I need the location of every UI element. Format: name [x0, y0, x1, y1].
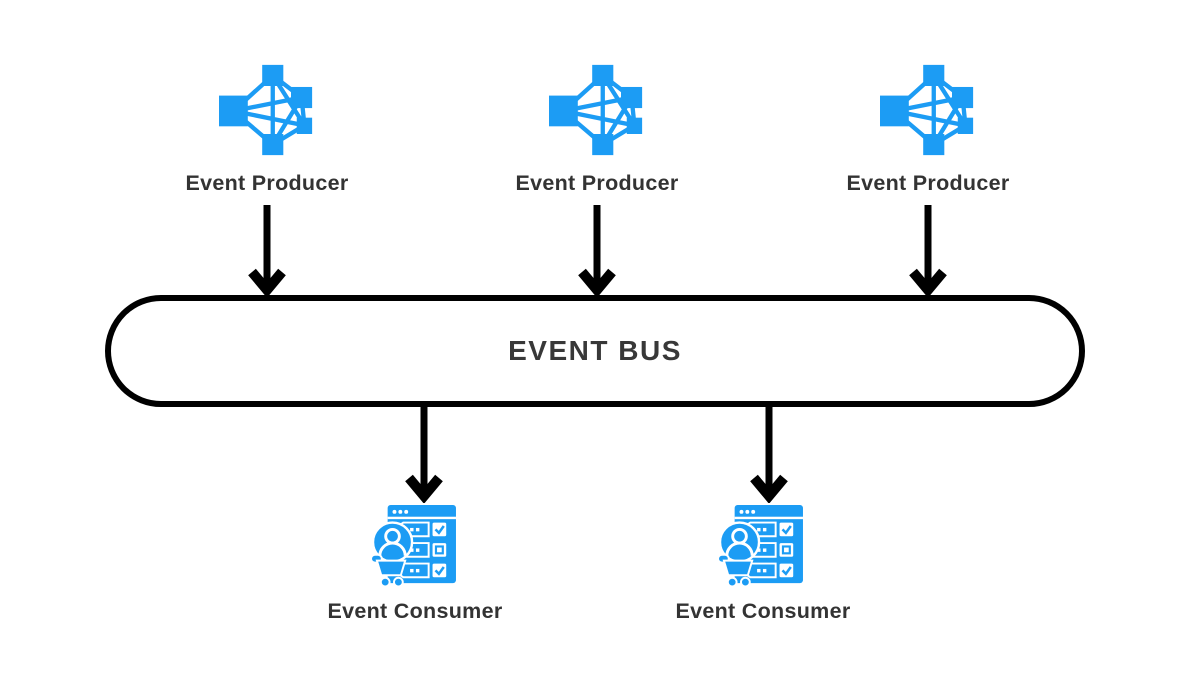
arrow-down-icon	[405, 407, 443, 503]
arrow-down-icon	[750, 407, 788, 503]
event-producer-icon	[880, 64, 974, 156]
consumer-label: Event Consumer	[675, 599, 851, 623]
event-producer-icon	[549, 64, 643, 156]
event-consumer-icon	[371, 505, 456, 587]
event-bus: EVENT BUS	[105, 295, 1085, 407]
event-consumer-icon	[718, 505, 803, 587]
producer-label: Event Producer	[185, 171, 349, 195]
arrow-down-icon	[578, 205, 616, 297]
event-producer-icon	[219, 64, 313, 156]
event-bus-label: EVENT BUS	[508, 335, 682, 366]
producer-label: Event Producer	[846, 171, 1010, 195]
arrow-down-icon	[909, 205, 947, 297]
producer-label: Event Producer	[515, 171, 679, 195]
arrow-down-icon	[248, 205, 286, 297]
consumer-label: Event Consumer	[327, 599, 503, 623]
